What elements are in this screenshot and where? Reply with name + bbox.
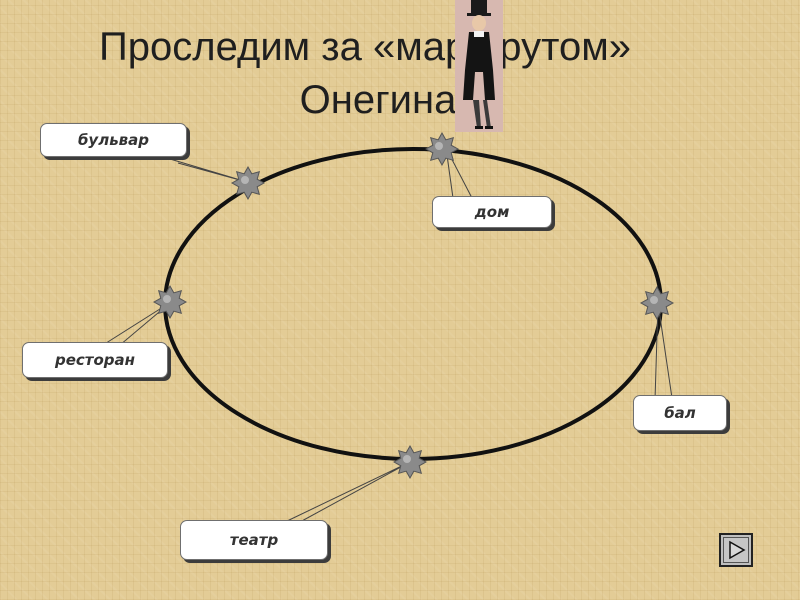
slide-title-line2: Онегина xyxy=(299,78,457,122)
route-label-bal: бал xyxy=(633,395,727,431)
route-label-bulvar: бульвар xyxy=(40,123,187,157)
star-marker-highlight-bal xyxy=(650,296,658,304)
route-label-dom: дом xyxy=(432,196,552,228)
route-label-teatr: театр xyxy=(180,520,328,560)
star-marker-icon-bal xyxy=(639,285,675,321)
route-ellipse xyxy=(163,147,663,461)
star-marker-highlight-bulvar xyxy=(241,176,249,184)
connector-bulvar xyxy=(159,155,248,183)
next-slide-button[interactable] xyxy=(719,533,753,567)
star-marker-icon-dom xyxy=(424,131,460,167)
connector-teatr xyxy=(284,461,411,523)
star-marker-highlight-dom xyxy=(435,142,443,150)
star-marker-icon-bulvar xyxy=(230,165,266,201)
play-triangle-icon xyxy=(723,537,749,563)
star-marker-icon-restoran xyxy=(152,284,188,320)
star-marker-icon-teatr xyxy=(392,444,428,480)
star-marker-highlight-teatr xyxy=(403,455,411,463)
star-marker-highlight-restoran xyxy=(163,295,171,303)
slide-title-line1: Проследим за «маршрутом» xyxy=(99,25,631,69)
route-label-restoran: ресторан xyxy=(22,342,168,378)
onegin-figure-illustration xyxy=(455,0,503,132)
